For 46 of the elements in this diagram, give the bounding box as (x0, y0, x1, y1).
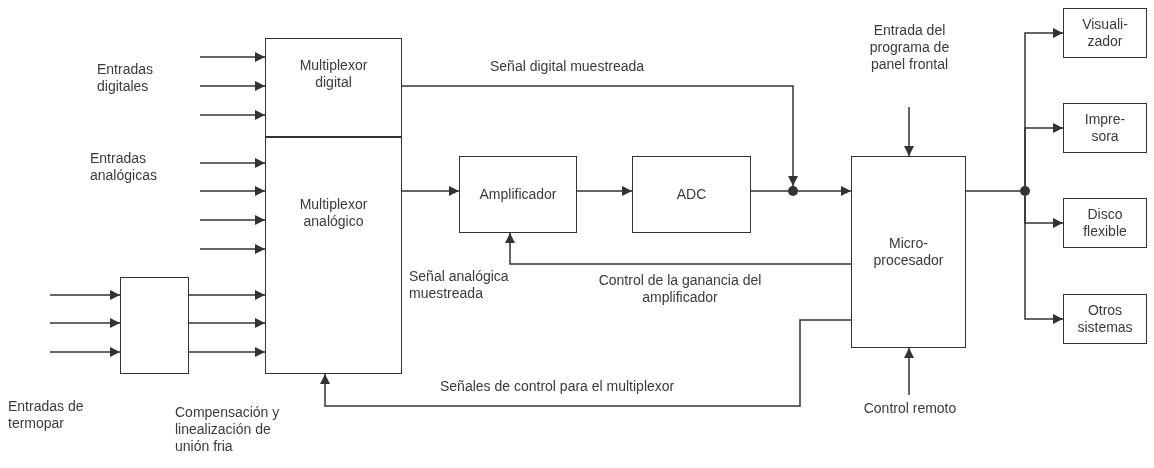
arrow (199, 52, 266, 62)
box-label: Multiplexor digital (298, 57, 369, 91)
arrow (320, 319, 852, 407)
box-label: Multiplexor analógico (298, 196, 369, 230)
arrow (797, 186, 852, 196)
box-label: Otros sistemas (1076, 302, 1134, 336)
box-label: Amplificador (479, 186, 557, 203)
box-label: ADC (676, 186, 707, 203)
arrow (49, 347, 121, 357)
arrow (188, 347, 266, 357)
box-label: Visuali- zador (1081, 16, 1129, 50)
connector-line (965, 190, 1021, 192)
process-box (632, 156, 751, 233)
arrow (49, 318, 121, 328)
arrow (49, 290, 121, 300)
arrow (505, 232, 852, 265)
junction-dot (788, 186, 798, 196)
process-box (1063, 8, 1147, 58)
arrow (904, 106, 914, 157)
arrow (904, 347, 914, 396)
box-label: Impre- sora (1083, 111, 1127, 145)
box-label: Disco flexible (1082, 206, 1128, 240)
arrow (199, 81, 266, 91)
arrow (199, 215, 266, 225)
arrow (1024, 123, 1064, 187)
arrow (401, 186, 460, 196)
process-box (120, 277, 189, 374)
arrow (199, 244, 266, 254)
arrow (199, 186, 266, 196)
connector-line (750, 190, 789, 192)
arrow (188, 290, 266, 300)
arrow (401, 85, 798, 187)
process-box (851, 156, 966, 348)
process-box (265, 137, 402, 374)
process-box (1063, 294, 1147, 344)
process-box (459, 156, 577, 233)
box-label: Micro- procesador (872, 235, 945, 269)
arrow (1024, 195, 1064, 324)
arrow (188, 318, 266, 328)
junction-dot (1020, 186, 1030, 196)
arrow (576, 186, 633, 196)
arrow (199, 158, 266, 168)
process-box (1063, 103, 1147, 153)
process-box (265, 38, 402, 137)
process-box (1063, 198, 1147, 248)
arrow (199, 110, 266, 120)
